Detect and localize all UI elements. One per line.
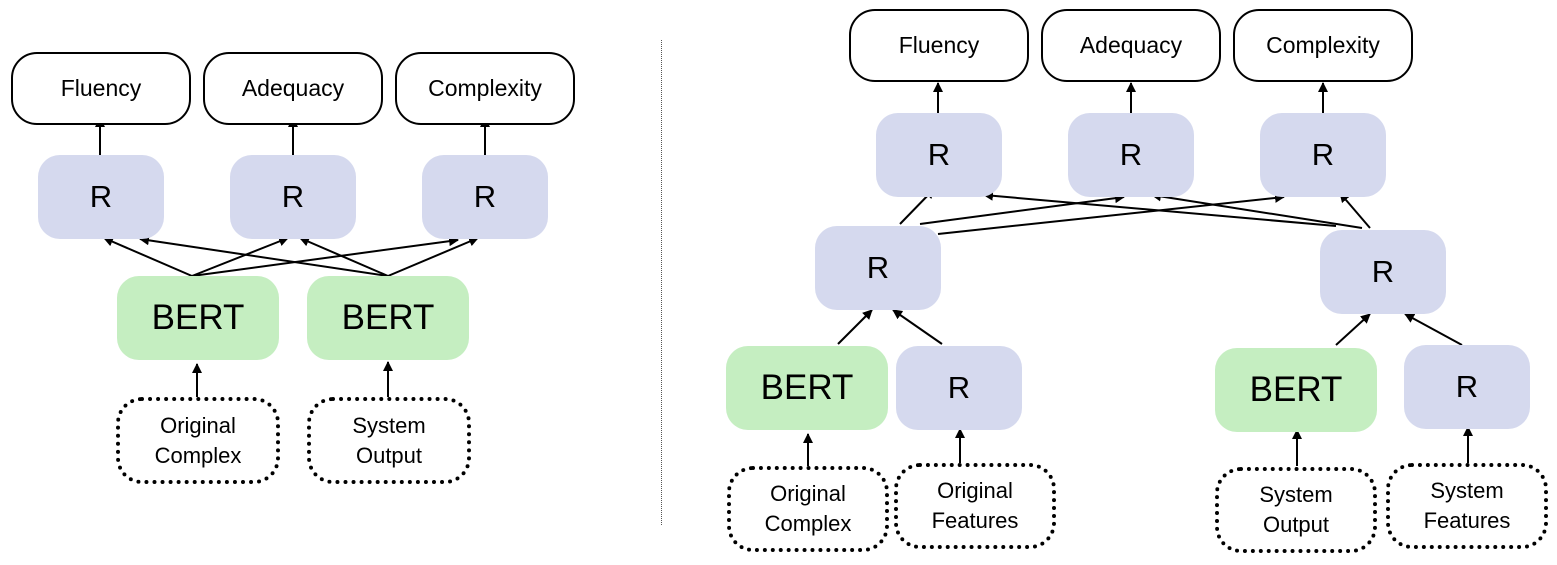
left-complexity-box: Complexity: [395, 52, 575, 125]
left-bert-system: BERT: [307, 276, 469, 360]
input-line-2: Output: [1262, 512, 1330, 537]
arrow-right-bert1-to-midleft: [837, 309, 873, 345]
input-line-1: Original: [937, 478, 1013, 503]
right-input-system-features: System Features: [1386, 463, 1548, 549]
left-bert-original: BERT: [117, 276, 279, 360]
input-line-1: Original: [770, 481, 846, 506]
input-line-1: System: [1430, 478, 1504, 503]
arrow-right-midleft-to-r2: [919, 193, 1125, 225]
left-regressor-fluency: R: [38, 155, 164, 239]
arrow-right-midright-to-r1: [983, 190, 1337, 227]
left-adequacy-box: Adequacy: [203, 52, 383, 125]
left-input-system-output: System Output: [307, 397, 471, 484]
right-regressor-original-features: R: [896, 346, 1022, 430]
right-input-original-features: Original Features: [894, 463, 1056, 549]
input-line-2: Complex: [764, 511, 852, 536]
arrow-right-midright-to-r3: [1339, 192, 1371, 229]
arrow-left-bert2-to-r2: [299, 236, 389, 277]
input-line-2: Features: [931, 508, 1019, 533]
panel-divider: [661, 40, 662, 525]
left-fluency-box: Fluency: [11, 52, 191, 125]
arrow-right-feat1-to-midleft: [892, 309, 943, 345]
right-regressor-fluency: R: [876, 113, 1002, 197]
right-adequacy-box: Adequacy: [1041, 9, 1221, 82]
arrow-left-bert2-to-r1: [139, 235, 389, 277]
right-regressor-system-combined: R: [1320, 230, 1446, 314]
input-line-1: Original: [160, 412, 236, 438]
right-regressor-adequacy: R: [1068, 113, 1194, 197]
left-input-original-complex: Original Complex: [116, 397, 280, 484]
right-regressor-complexity: R: [1260, 113, 1386, 197]
right-input-system-output: System Output: [1215, 467, 1377, 553]
input-line-2: Complex: [154, 442, 242, 468]
left-regressor-adequacy: R: [230, 155, 356, 239]
right-regressor-original-combined: R: [815, 226, 941, 310]
arrow-left-bert1-to-r2: [191, 236, 289, 277]
right-bert-system: BERT: [1215, 348, 1377, 432]
input-line-2: Output: [355, 442, 423, 468]
input-line-1: System: [352, 412, 426, 438]
right-complexity-box: Complexity: [1233, 9, 1413, 82]
arrow-left-bert1-to-r1: [103, 236, 193, 277]
input-line-1: System: [1259, 482, 1333, 507]
arrow-right-midright-to-r2: [1151, 191, 1363, 229]
left-regressor-complexity: R: [422, 155, 548, 239]
arrow-right-bert2-to-midright: [1335, 313, 1371, 346]
arrow-right-feat2-to-midright: [1404, 313, 1463, 346]
right-bert-original: BERT: [726, 346, 888, 430]
right-input-original-complex: Original Complex: [727, 466, 889, 552]
input-line-2: Features: [1423, 508, 1511, 533]
arrow-left-bert2-to-r3: [387, 236, 479, 277]
arrow-left-bert1-to-r3: [191, 236, 459, 277]
right-fluency-box: Fluency: [849, 9, 1029, 82]
right-regressor-system-features: R: [1404, 345, 1530, 429]
arrow-right-midleft-to-r3: [937, 192, 1285, 235]
